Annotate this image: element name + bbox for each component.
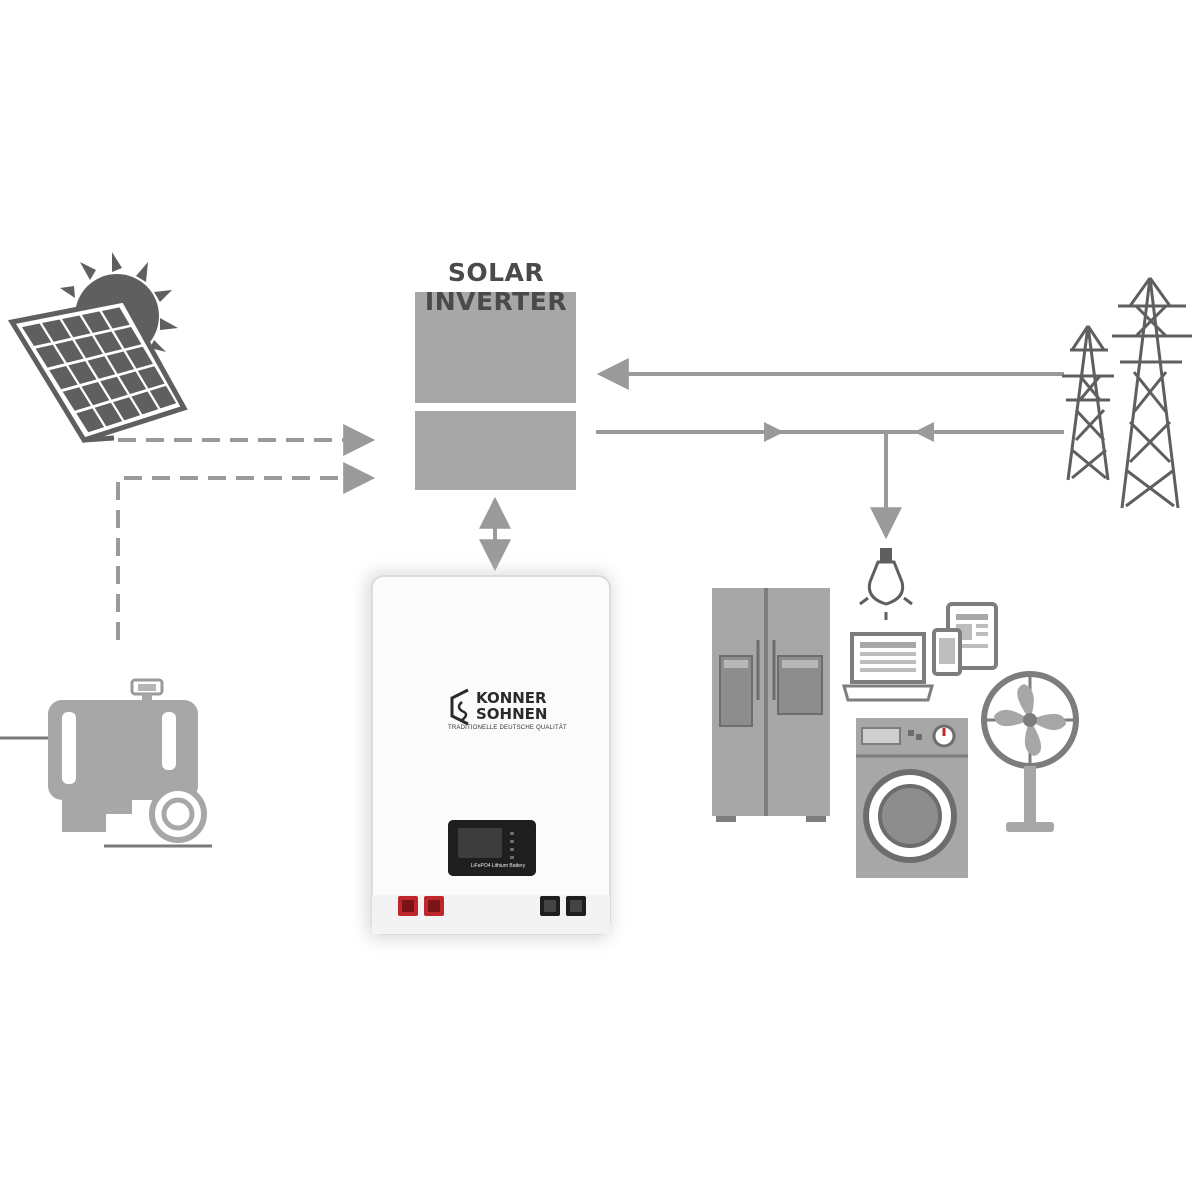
- solar-cell: [74, 335, 103, 359]
- generator-icon: [0, 678, 212, 848]
- battery-display-screen: [458, 828, 502, 858]
- solar-cell: [68, 361, 97, 384]
- solar-cell: [100, 376, 128, 400]
- solar-panel-icon: [7, 297, 188, 443]
- negative-terminals: [540, 896, 586, 916]
- solar-cell: [113, 397, 141, 421]
- brand-name-line2: SOHNEN: [476, 705, 548, 723]
- laptop-icon: [842, 632, 934, 702]
- solar-cell: [119, 371, 147, 394]
- solar-cell: [94, 331, 123, 354]
- power-tower-icon: [1062, 277, 1192, 509]
- grid-lines: [596, 358, 1064, 540]
- brand-slogan: TRADITIONELLE DEUTSCHE QUALITÄT: [448, 725, 567, 731]
- brand-logo-icon: [450, 688, 469, 726]
- solar-cell: [149, 385, 177, 409]
- phone-icon: [932, 628, 962, 676]
- flow-direction-arrows: [764, 422, 934, 442]
- solar-cell: [131, 391, 159, 415]
- battery: [366, 572, 612, 940]
- solar-cell: [22, 323, 52, 346]
- refrigerator-icon: [712, 588, 830, 822]
- positive-terminals: [398, 896, 444, 916]
- solar-cell: [101, 307, 130, 329]
- brand-name-line1: KONNER: [476, 689, 547, 707]
- solar-cell: [113, 327, 142, 349]
- solar-cell: [106, 351, 135, 374]
- washing-machine-icon: [856, 718, 968, 878]
- solar-cell: [125, 346, 153, 369]
- solar-cell: [35, 344, 65, 368]
- solar-cell: [49, 366, 78, 390]
- battery-status-leds: [510, 832, 514, 859]
- solar-cell: [62, 387, 91, 411]
- fan-icon: [981, 671, 1079, 832]
- solar-cell: [55, 340, 84, 363]
- solar-cell: [81, 382, 110, 406]
- solar-cell: [62, 315, 91, 338]
- light-bulb-icon: [859, 548, 913, 620]
- inverter: [415, 292, 576, 490]
- inverter-title: SOLAR INVERTER: [424, 258, 568, 316]
- battery-type-label: LiFePO4 Lithium Battery: [470, 863, 526, 869]
- dc-input-lines: [116, 424, 376, 640]
- solar-cell: [81, 311, 111, 333]
- solar-cell: [87, 356, 116, 379]
- solar-cell: [94, 402, 123, 427]
- solar-cell: [137, 366, 165, 389]
- solar-cell: [42, 319, 71, 342]
- solar-cell: [76, 408, 105, 433]
